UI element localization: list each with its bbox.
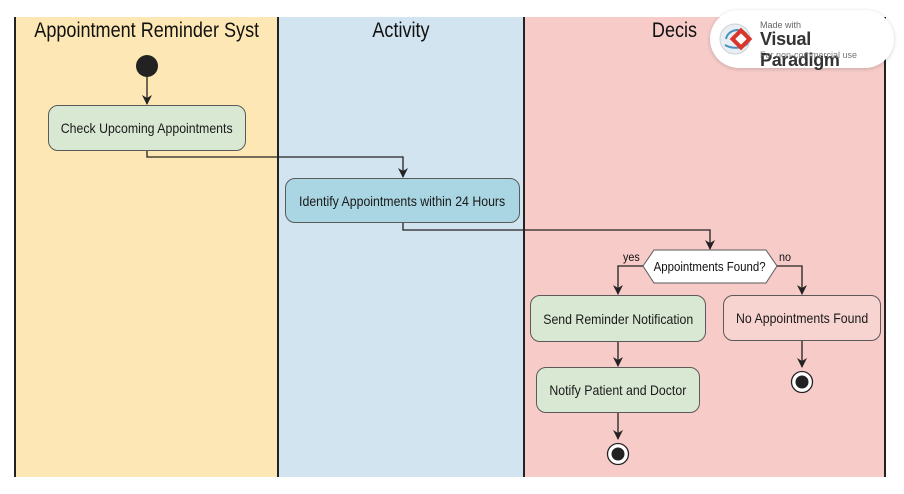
- activity-identify-appointments: Identify Appointments within 24 Hours: [285, 178, 520, 223]
- node-label: Send Reminder Notification: [543, 310, 693, 327]
- visual-paradigm-watermark: Made with Visual Paradigm For non-commer…: [710, 10, 894, 70]
- no-label: no: [779, 250, 792, 264]
- watermark-brand: Visual Paradigm: [760, 29, 840, 70]
- activity-notify-patient-and-doctor: Notify Patient and Doctor: [536, 367, 700, 413]
- node-label: Notify Patient and Doctor: [549, 382, 687, 398]
- watermark-note: For non-commercial use: [760, 50, 858, 60]
- swimlane-activity: Activity: [279, 17, 525, 477]
- swimlane-title: Activity: [372, 19, 430, 42]
- swimlane-title: Decis: [651, 19, 698, 42]
- activity-no-appointments-found: No Appointments Found: [723, 295, 881, 341]
- decision-label: Appointments Found?: [643, 250, 777, 283]
- activity-check-upcoming-appointments: Check Upcoming Appointments: [48, 105, 246, 151]
- edge-identify-decision: [402, 223, 715, 250]
- edge-no-none: [777, 265, 807, 295]
- decision-text: Appointments Found?: [654, 259, 766, 274]
- visual-paradigm-logo-icon: [719, 23, 753, 55]
- node-label: No Appointments Found: [735, 310, 869, 326]
- edge-check-identify: [146, 151, 408, 178]
- start-node: [136, 55, 158, 77]
- yes-label: yes: [623, 250, 640, 264]
- watermark-made-with: Made with: [760, 20, 802, 30]
- swimlane-title: Appointment Reminder System: [34, 19, 259, 42]
- edge-yes-send: [613, 265, 643, 295]
- node-label: Check Upcoming Appointments: [61, 120, 233, 136]
- activity-send-reminder-notification: Send Reminder Notification: [530, 295, 706, 342]
- node-label: Identify Appointments within 24 Hours: [299, 192, 506, 209]
